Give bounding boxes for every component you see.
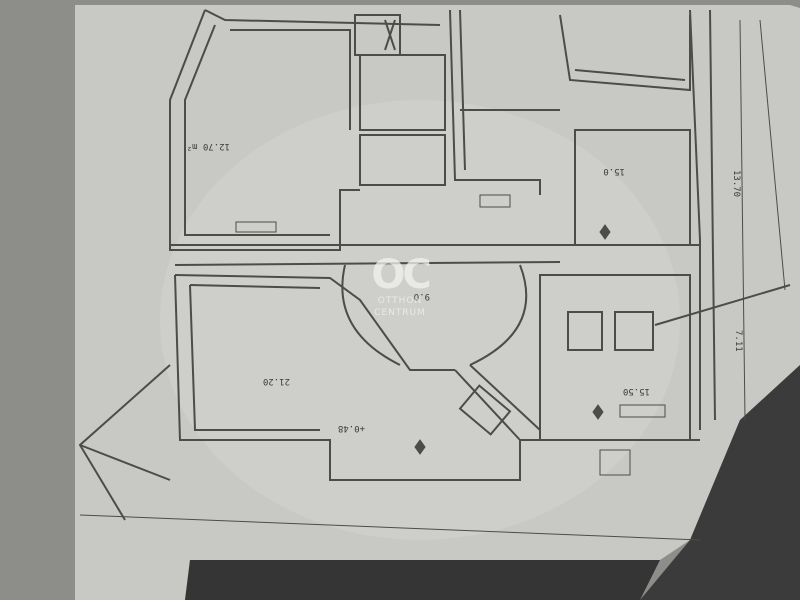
plan-label-room-left-bottom: 21.20 — [262, 376, 290, 386]
shadow-bottom-right — [640, 365, 800, 600]
plan-dim-right-1: 13.70 — [731, 170, 741, 198]
plan-label-room-right: 15.0 — [603, 166, 625, 176]
plan-label-room-left-top: 12.70 m² — [186, 141, 230, 151]
plan-dim-right-2: 7.11 — [733, 330, 743, 352]
plan-walls — [78, 9, 791, 541]
plan-label-terrace-level: +0.48 — [337, 423, 365, 433]
plan-label-right-bottom: 15.50 — [622, 386, 650, 396]
plan-label-hall: 9.0 — [413, 291, 430, 301]
shadow-bottom — [185, 560, 660, 600]
plan-symbols — [235, 194, 666, 476]
